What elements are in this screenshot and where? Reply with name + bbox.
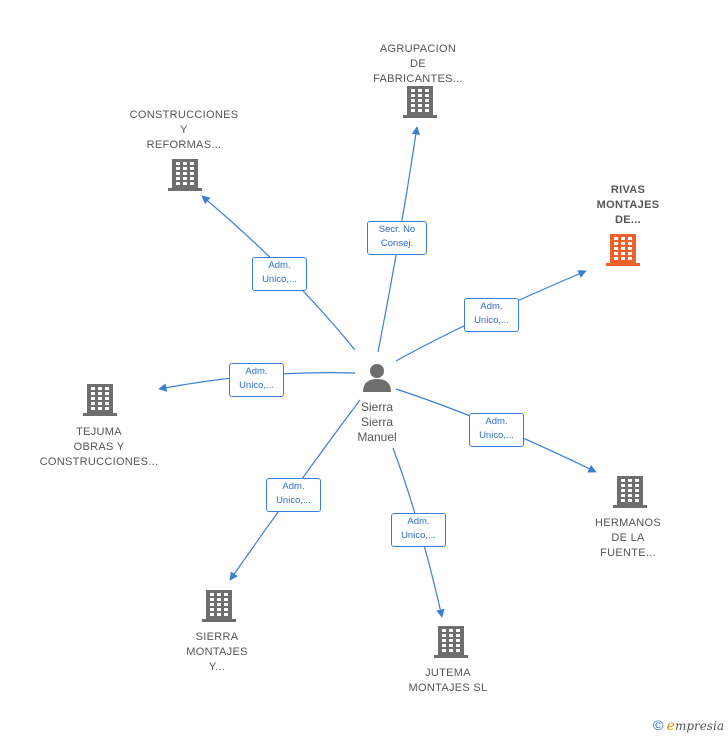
company-label-line: AGRUPACION bbox=[379, 43, 457, 55]
edge-label-agrupacion[interactable]: Secr. No Consej. bbox=[367, 221, 427, 255]
company-label-line: Y... bbox=[208, 661, 226, 673]
person-label-line: Sierra bbox=[360, 415, 393, 429]
company-label-line: FABRICANTES... bbox=[373, 73, 463, 85]
person-label-line: Sierra bbox=[360, 400, 393, 414]
edge-label-line: Consej. bbox=[380, 238, 414, 249]
edge-label-line: Adm. bbox=[407, 516, 430, 527]
edge-label-line: Secr. No bbox=[378, 224, 416, 235]
company-label-line: JUTEMA bbox=[425, 667, 471, 679]
building-icon[interactable] bbox=[83, 384, 117, 416]
company-label-agrupacion[interactable]: AGRUPACION DE FABRICANTES... bbox=[338, 42, 498, 87]
company-label-line: RIVAS bbox=[610, 184, 646, 196]
company-label-line: REFORMAS... bbox=[146, 139, 222, 151]
edge-label-rivas[interactable]: Adm. Unico,... bbox=[464, 298, 519, 332]
edge-label-line: Adm. bbox=[245, 366, 268, 377]
company-label-line: CONSTRUCCIONES bbox=[129, 109, 239, 121]
company-label-line: DE bbox=[410, 58, 426, 70]
company-label-rivas[interactable]: RIVAS MONTAJES DE... bbox=[548, 183, 708, 228]
edge-label-line: Adm. bbox=[268, 260, 291, 271]
edge-label-hermanos[interactable]: Adm. Unico,... bbox=[469, 413, 524, 447]
company-label-construcciones[interactable]: CONSTRUCCIONES Y REFORMAS... bbox=[104, 108, 264, 153]
company-label-sierra-montajes[interactable]: SIERRA MONTAJES Y... bbox=[137, 630, 297, 675]
company-label-line: MONTAJES bbox=[596, 199, 660, 211]
edge-label-line: Unico,... bbox=[239, 380, 274, 391]
edge-label-line: Unico,... bbox=[262, 274, 297, 285]
person-label-line: Manuel bbox=[357, 430, 397, 444]
building-icon[interactable] bbox=[403, 86, 437, 118]
edge-label-tejuma[interactable]: Adm. Unico,... bbox=[229, 363, 284, 397]
edge-label-line: Adm. bbox=[282, 481, 305, 492]
company-label-line: HERMANOS bbox=[595, 517, 661, 529]
company-label-line: Y bbox=[180, 124, 188, 136]
edge-label-construcciones[interactable]: Adm. Unico,... bbox=[252, 257, 307, 291]
brand-logo-e: e bbox=[666, 718, 675, 734]
building-icon[interactable] bbox=[434, 626, 468, 658]
building-icon[interactable] bbox=[168, 159, 202, 191]
building-icon[interactable] bbox=[202, 590, 236, 622]
building-icon[interactable] bbox=[606, 234, 640, 266]
edge-label-line: Unico,... bbox=[401, 530, 436, 541]
company-label-line: MONTAJES bbox=[186, 646, 248, 658]
company-label-jutema[interactable]: JUTEMA MONTAJES SL bbox=[368, 666, 528, 696]
company-label-line: DE LA bbox=[611, 532, 645, 544]
company-label-tejuma[interactable]: TEJUMA OBRAS Y CONSTRUCCIONES... bbox=[19, 425, 179, 470]
company-label-line: MONTAJES SL bbox=[408, 682, 488, 694]
company-label-hermanos[interactable]: HERMANOS DE LA FUENTE... bbox=[548, 516, 708, 561]
edge-label-line: Unico,... bbox=[479, 430, 514, 441]
company-label-line: DE... bbox=[615, 214, 641, 226]
edge-label-jutema[interactable]: Adm. Unico,... bbox=[391, 513, 446, 547]
person-icon[interactable] bbox=[363, 364, 391, 392]
brand-logo-text: mpresia bbox=[674, 719, 724, 733]
company-label-line: CONSTRUCCIONES... bbox=[39, 456, 159, 468]
edge-label-line: Adm. bbox=[480, 301, 503, 312]
edge-label-line: Unico,... bbox=[276, 495, 311, 506]
edge-label-line: Adm. bbox=[485, 416, 508, 427]
company-label-line: SIERRA bbox=[195, 631, 239, 643]
company-label-line: OBRAS Y bbox=[73, 441, 125, 453]
edge-label-line: Unico,... bbox=[474, 315, 509, 326]
building-icon[interactable] bbox=[613, 476, 647, 508]
edge-label-sierra-montajes[interactable]: Adm. Unico,... bbox=[266, 478, 321, 512]
company-label-line: FUENTE... bbox=[600, 547, 656, 559]
company-label-line: TEJUMA bbox=[76, 426, 122, 438]
copyright-symbol: © bbox=[652, 717, 664, 733]
footer-brand: © empresia bbox=[653, 717, 724, 734]
